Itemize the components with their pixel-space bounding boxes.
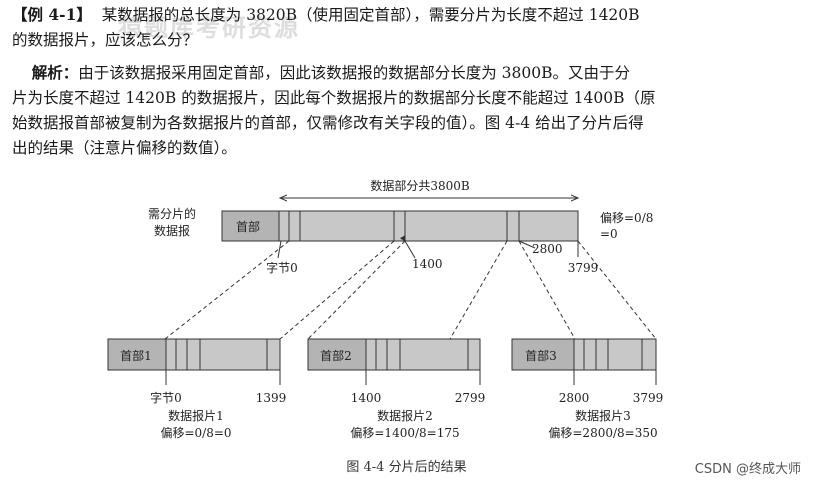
fragment-2-header-box: [307, 338, 367, 371]
data-span-label: 数据部分共3800B: [370, 178, 470, 193]
byte0-pointer: [277, 240, 282, 259]
mark-2800-pointer: [518, 240, 536, 249]
fragment-3-end: 3799: [633, 391, 664, 405]
example-paragraph: 【例 4-1】 某数据报的总长度为 3820B（使用固定首部），需要分片为长度不…: [12, 2, 802, 53]
fragment-3-start: 2800: [559, 391, 590, 405]
example-question-line1: 某数据报的总长度为 3820B（使用固定首部），需要分片为长度不超过 1420B: [101, 6, 640, 24]
original-offset-line2: =0: [600, 227, 618, 241]
original-label-line2: 数据报: [154, 223, 190, 238]
original-header-box: [221, 210, 280, 242]
fragment-2-start: 1400: [351, 391, 382, 405]
fragment-2-header-label: 首部2: [320, 348, 352, 363]
fragment-2-offset: 偏移=1400/8=175: [350, 425, 459, 440]
fragment-1-start: 字节0: [150, 390, 182, 405]
original-label-line1: 需分片的: [148, 206, 196, 221]
analysis-label: 解析：: [31, 63, 79, 82]
analysis-line4: 出的结果（注意片偏移的数值）。: [12, 139, 237, 157]
fragment-2-end: 2799: [455, 391, 486, 405]
fragment-3-name: 数据报片3: [575, 408, 631, 423]
fragment-2-name: 数据报片2: [377, 408, 433, 423]
fragment-3-header-box: [511, 338, 575, 371]
analysis-line1: 由于该数据报采用固定首部，因此该数据报的数据部分长度为 3800B。又由于分: [78, 64, 631, 82]
example-question-line2: 的数据报片，应该怎么分？: [12, 31, 199, 49]
analysis-line2: 片为长度不超过 1420B 的数据报片，因此每个数据报片的数据部分长度不能超过 …: [12, 89, 656, 107]
fragment-1-header-label: 首部1: [120, 348, 152, 363]
original-offset-line1: 偏移=0/8: [600, 210, 653, 225]
original-field-dividers: [288, 211, 520, 241]
fragment-1-end: 1399: [256, 391, 287, 405]
figure-caption: 图 4-4 分片后的结果: [346, 460, 467, 475]
fragment-1: 首部1 字节0 1399 数据报片1 偏移=0/8=0: [107, 338, 287, 440]
fragment-3: 首部3 2800 3799 数据报片3 偏移=2800/8=350: [511, 338, 664, 440]
example-label: 【例 4-1】: [12, 5, 92, 24]
fragment-1-name: 数据报片1: [168, 408, 224, 423]
fragment-3-header-label: 首部3: [525, 348, 557, 363]
analysis-line3: 始数据报首部被复制为各数据报片的首部，仅需修改有关字段的值）。图 4-4 给出了…: [12, 114, 644, 132]
byte0-label: 字节0: [266, 260, 298, 275]
fragment-3-offset: 偏移=2800/8=350: [548, 425, 657, 440]
original-header-label: 首部: [236, 219, 260, 234]
csdn-credit: CSDN @终成大师: [694, 462, 801, 477]
watermark-text: 猿题库考研资源: [118, 14, 300, 42]
mark-1400-label: 1400: [412, 257, 443, 271]
mark-2800-label: 2800: [532, 242, 563, 256]
fragment-1-header-box: [107, 338, 167, 371]
fragment-1-offset: 偏移=0/8=0: [160, 425, 231, 440]
fragment-guides: [164, 240, 657, 340]
analysis-paragraph: 解析：由于该数据报采用固定首部，因此该数据报的数据部分长度为 3800B。又由于…: [12, 60, 802, 161]
mark-1400-pointer: [399, 235, 416, 259]
fragment-2: 首部2 1400 2799 数据报片2 偏移=1400/8=175: [307, 338, 486, 440]
mark-3799-label: 3799: [568, 261, 599, 275]
